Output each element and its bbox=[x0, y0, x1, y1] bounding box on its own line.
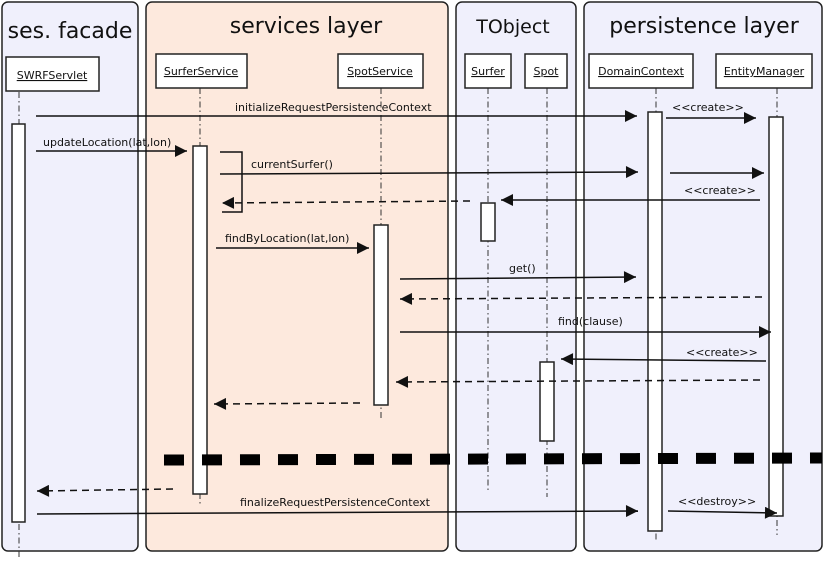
message-return-servlet bbox=[36, 484, 174, 497]
messages: initializeRequestPersistenceContext <<cr… bbox=[36, 101, 778, 519]
label-create-surfer: <<create>> bbox=[684, 184, 756, 197]
activation-spot-service bbox=[373, 224, 389, 406]
activation-servlet bbox=[11, 123, 26, 523]
participant-surfer-service-box bbox=[155, 53, 248, 89]
activation-spot bbox=[539, 361, 555, 442]
participant-servlet-box bbox=[5, 56, 100, 92]
activation-surfer bbox=[480, 202, 496, 242]
participant-domain-context-box bbox=[588, 53, 694, 89]
activations bbox=[11, 111, 784, 532]
separator-line bbox=[163, 452, 823, 466]
participant-spot-service-box bbox=[337, 53, 424, 89]
label-finalize-ctx: finalizeRequestPersistenceContext bbox=[240, 496, 431, 509]
participant-spot-service: SpotService bbox=[347, 65, 413, 78]
message-return-spots bbox=[213, 397, 361, 410]
participant-surfer-box bbox=[464, 53, 512, 89]
label-destroy-em: <<destroy>> bbox=[678, 495, 756, 508]
lanes: ses. facade services layer TObject persi… bbox=[1, 1, 823, 552]
participant-domain-context: DomainContext bbox=[598, 65, 684, 78]
message-return-get bbox=[399, 292, 763, 305]
message-create-spot bbox=[560, 353, 767, 366]
lane-title-services: services layer bbox=[230, 14, 383, 39]
lane-services bbox=[145, 1, 449, 552]
label-current-surfer: currentSurfer() bbox=[251, 158, 333, 171]
label-init-ctx: initializeRequestPersistenceContext bbox=[235, 101, 432, 114]
label-create-em: <<create>> bbox=[672, 101, 744, 114]
participants: SWRFServlet SurferService SpotService Su… bbox=[5, 53, 813, 92]
lane-title-tobject: TObject bbox=[475, 16, 550, 38]
message-return-surfer bbox=[221, 196, 471, 209]
message-destroy-em bbox=[667, 506, 778, 519]
message-self-call bbox=[220, 151, 243, 213]
participant-spot: Spot bbox=[533, 65, 559, 78]
lane-persistence bbox=[583, 1, 823, 552]
message-current-surfer bbox=[219, 166, 639, 179]
participant-surfer-service: SurferService bbox=[164, 65, 239, 78]
lane-title-facade: ses. facade bbox=[8, 19, 133, 44]
label-find-clause: find(clause) bbox=[558, 315, 623, 328]
message-return-find bbox=[395, 375, 761, 388]
label-get: get() bbox=[509, 262, 536, 275]
message-get bbox=[399, 271, 637, 284]
label-find-by-location: findByLocation(lat,lon) bbox=[225, 232, 349, 245]
activation-surfer-service bbox=[192, 145, 208, 495]
participant-entity-manager: EntityManager bbox=[724, 65, 805, 78]
participant-entity-manager-box bbox=[715, 53, 813, 89]
label-update-location: updateLocation(lat,lon) bbox=[43, 136, 171, 149]
activation-domain-context bbox=[647, 111, 663, 532]
participant-surfer: Surfer bbox=[471, 65, 505, 78]
participant-spot-box bbox=[524, 53, 568, 89]
label-create-spot: <<create>> bbox=[686, 346, 758, 359]
message-finalize-ctx bbox=[36, 505, 639, 518]
lane-title-persistence: persistence layer bbox=[609, 14, 799, 39]
participant-servlet: SWRFServlet bbox=[17, 69, 88, 82]
lane-facade bbox=[1, 1, 139, 552]
